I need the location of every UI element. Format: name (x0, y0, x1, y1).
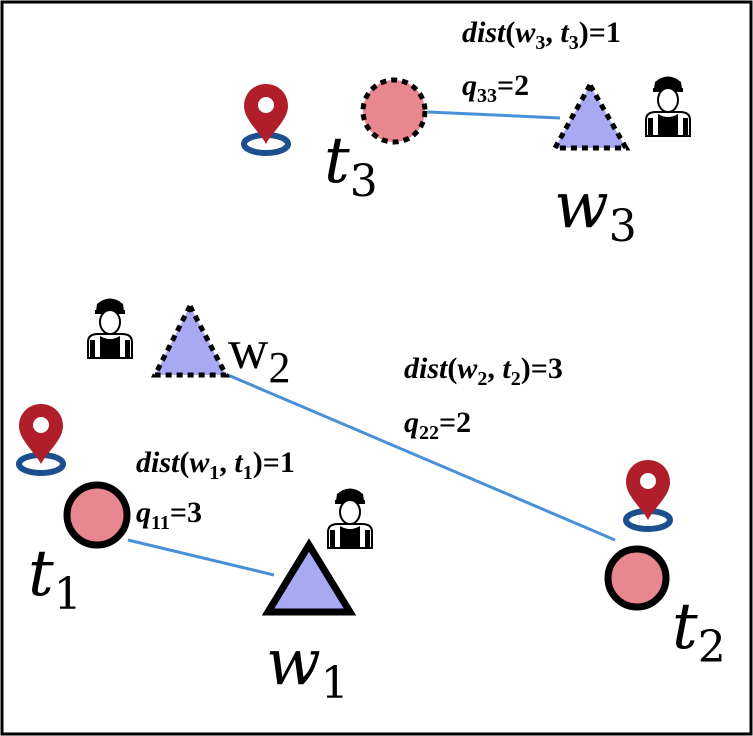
worker-w3-node (550, 79, 631, 151)
worker-w1-label: w1 (266, 626, 349, 709)
dist-label-w2-t2: dist(w2, t2)=3 (404, 352, 563, 390)
dist-label-w1-t1: dist(w1, t1)=1 (136, 446, 295, 484)
edge-w2-t2 (227, 373, 616, 542)
q-label-w2-t2: q22=2 (404, 406, 471, 444)
edge-w3-t3 (427, 110, 561, 120)
worker-w2-node (150, 300, 231, 378)
worker-w3-label: w3 (554, 169, 637, 252)
worker-w1-node (261, 538, 357, 616)
dist-label-w3-t3: dist(w3, t3)=1 (462, 16, 621, 54)
task-t3-node (360, 77, 428, 145)
q-label-w1-t1: q11=3 (136, 496, 202, 534)
q-label-w3-t3: q33=2 (462, 69, 529, 107)
task-t3-label: t3 (324, 124, 378, 207)
task-t2-node (604, 545, 670, 611)
task-t1-node (63, 481, 131, 549)
task-t1-label: t1 (28, 537, 82, 620)
task-t2-label: t2 (672, 590, 726, 673)
worker-w2-label: w2 (228, 319, 290, 392)
edge-w1-t1 (127, 538, 275, 577)
